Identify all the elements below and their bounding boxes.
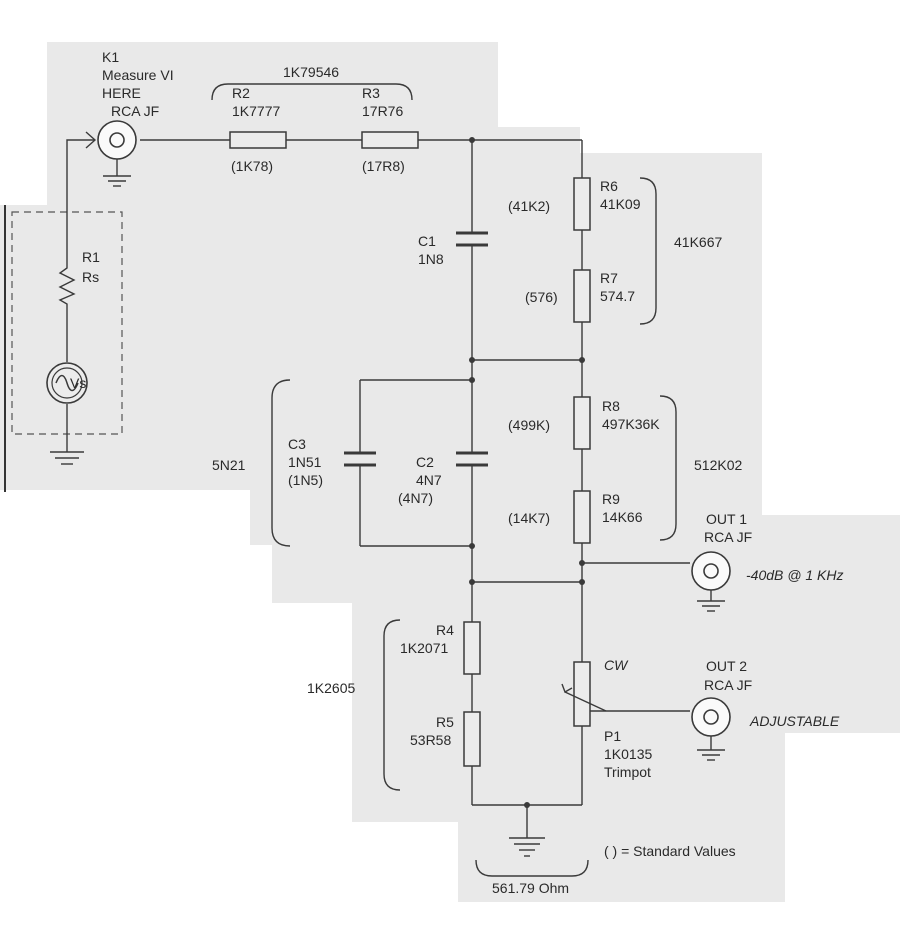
r6-ref: R6 — [600, 178, 618, 194]
r5-value: 53R58 — [410, 732, 451, 748]
r2-value: 1K7777 — [232, 103, 280, 119]
r4-r5-total: 1K2605 — [307, 680, 355, 696]
r8-standard: (499K) — [508, 417, 550, 433]
p1-type: Trimpot — [604, 764, 651, 780]
c2-c3-total: 5N21 — [212, 457, 246, 473]
c2-capacitor-icon — [456, 451, 488, 467]
main-ground-icon — [509, 837, 545, 857]
c3-standard: (1N5) — [288, 472, 323, 488]
paper-background — [0, 42, 900, 902]
c2-ref: C2 — [416, 454, 434, 470]
c1-ref: C1 — [418, 233, 436, 249]
r8-value: 497K36K — [602, 416, 660, 432]
k1-note-line2: HERE — [102, 85, 141, 101]
c3-ref: C3 — [288, 436, 306, 452]
r6-r7-total: 41K667 — [674, 234, 722, 250]
r5-resistor-icon — [463, 711, 481, 767]
c3-capacitor-icon — [344, 451, 376, 467]
r3-standard: (17R8) — [362, 158, 405, 174]
p1-value: 1K0135 — [604, 746, 652, 762]
r9-standard: (14K7) — [508, 510, 550, 526]
r2-r3-bracket — [211, 83, 413, 101]
out2-connector-icon — [691, 697, 731, 750]
labels: K1 Measure VI HERE RCA JF 1K79546 R2 1K7… — [70, 49, 843, 896]
out2-ground-icon — [697, 749, 725, 761]
r9-resistor-icon — [573, 490, 591, 544]
r8-resistor-icon — [573, 396, 591, 450]
c2-standard: (4N7) — [398, 490, 433, 506]
c2-c3-bracket — [271, 379, 291, 547]
r9-value: 14K66 — [602, 509, 643, 525]
ground-total: 561.79 Ohm — [492, 880, 569, 896]
out1-note: -40dB @ 1 KHz — [746, 567, 843, 583]
r7-standard: (576) — [525, 289, 558, 305]
r3-resistor-icon — [361, 131, 419, 149]
out1-type: RCA JF — [704, 529, 752, 545]
out1-connector-icon — [691, 551, 731, 601]
r2-r3-total: 1K79546 — [283, 64, 339, 80]
r2-resistor-icon — [229, 131, 287, 149]
r4-ref: R4 — [436, 622, 454, 638]
c3-value: 1N51 — [288, 454, 322, 470]
r6-resistor-icon — [573, 177, 591, 231]
r5-ref: R5 — [436, 714, 454, 730]
out1-ref: OUT 1 — [706, 511, 747, 527]
vs-label: Vs — [70, 375, 86, 391]
r6-value: 41K09 — [600, 196, 641, 212]
r9-ref: R9 — [602, 491, 620, 507]
r2-ref: R2 — [232, 85, 250, 101]
p1-cw-label: CW — [604, 657, 629, 673]
r7-resistor-icon — [573, 269, 591, 323]
out1-ground-icon — [697, 600, 725, 612]
out2-note: ADJUSTABLE — [749, 713, 840, 729]
r8-r9-total: 512K02 — [694, 457, 742, 473]
r7-ref: R7 — [600, 270, 618, 286]
r1-value: Rs — [82, 269, 99, 285]
c2-value: 4N7 — [416, 472, 442, 488]
r2-standard: (1K78) — [231, 158, 273, 174]
out2-type: RCA JF — [704, 677, 752, 693]
r4-resistor-icon — [463, 621, 481, 675]
k1-ref: K1 — [102, 49, 119, 65]
r4-value: 1K2071 — [400, 640, 448, 656]
r8-r9-bracket — [659, 395, 677, 541]
r6-standard: (41K2) — [508, 198, 550, 214]
r3-ref: R3 — [362, 85, 380, 101]
p1-trimpot-icon — [561, 661, 607, 727]
source-ground-icon — [50, 451, 84, 465]
vs-generator-icon — [46, 362, 88, 404]
standard-values-legend: ( ) = Standard Values — [604, 843, 736, 859]
r6-r7-bracket — [639, 177, 657, 325]
junction-dots — [469, 137, 585, 808]
k1-ground-icon — [103, 175, 131, 187]
r1-ref: R1 — [82, 249, 100, 265]
p1-ref: P1 — [604, 728, 621, 744]
k1-connector-icon — [97, 120, 137, 176]
k1-type: RCA JF — [111, 103, 159, 119]
ground-total-bracket — [475, 859, 589, 877]
c1-value: 1N8 — [418, 251, 444, 267]
r3-value: 17R76 — [362, 103, 403, 119]
out2-ref: OUT 2 — [706, 658, 747, 674]
r1-resistor-icon — [58, 262, 76, 306]
k1-note-line1: Measure VI — [102, 67, 174, 83]
r8-ref: R8 — [602, 398, 620, 414]
c1-capacitor-icon — [456, 231, 488, 247]
r4-r5-bracket — [383, 619, 401, 791]
r7-value: 574.7 — [600, 288, 635, 304]
